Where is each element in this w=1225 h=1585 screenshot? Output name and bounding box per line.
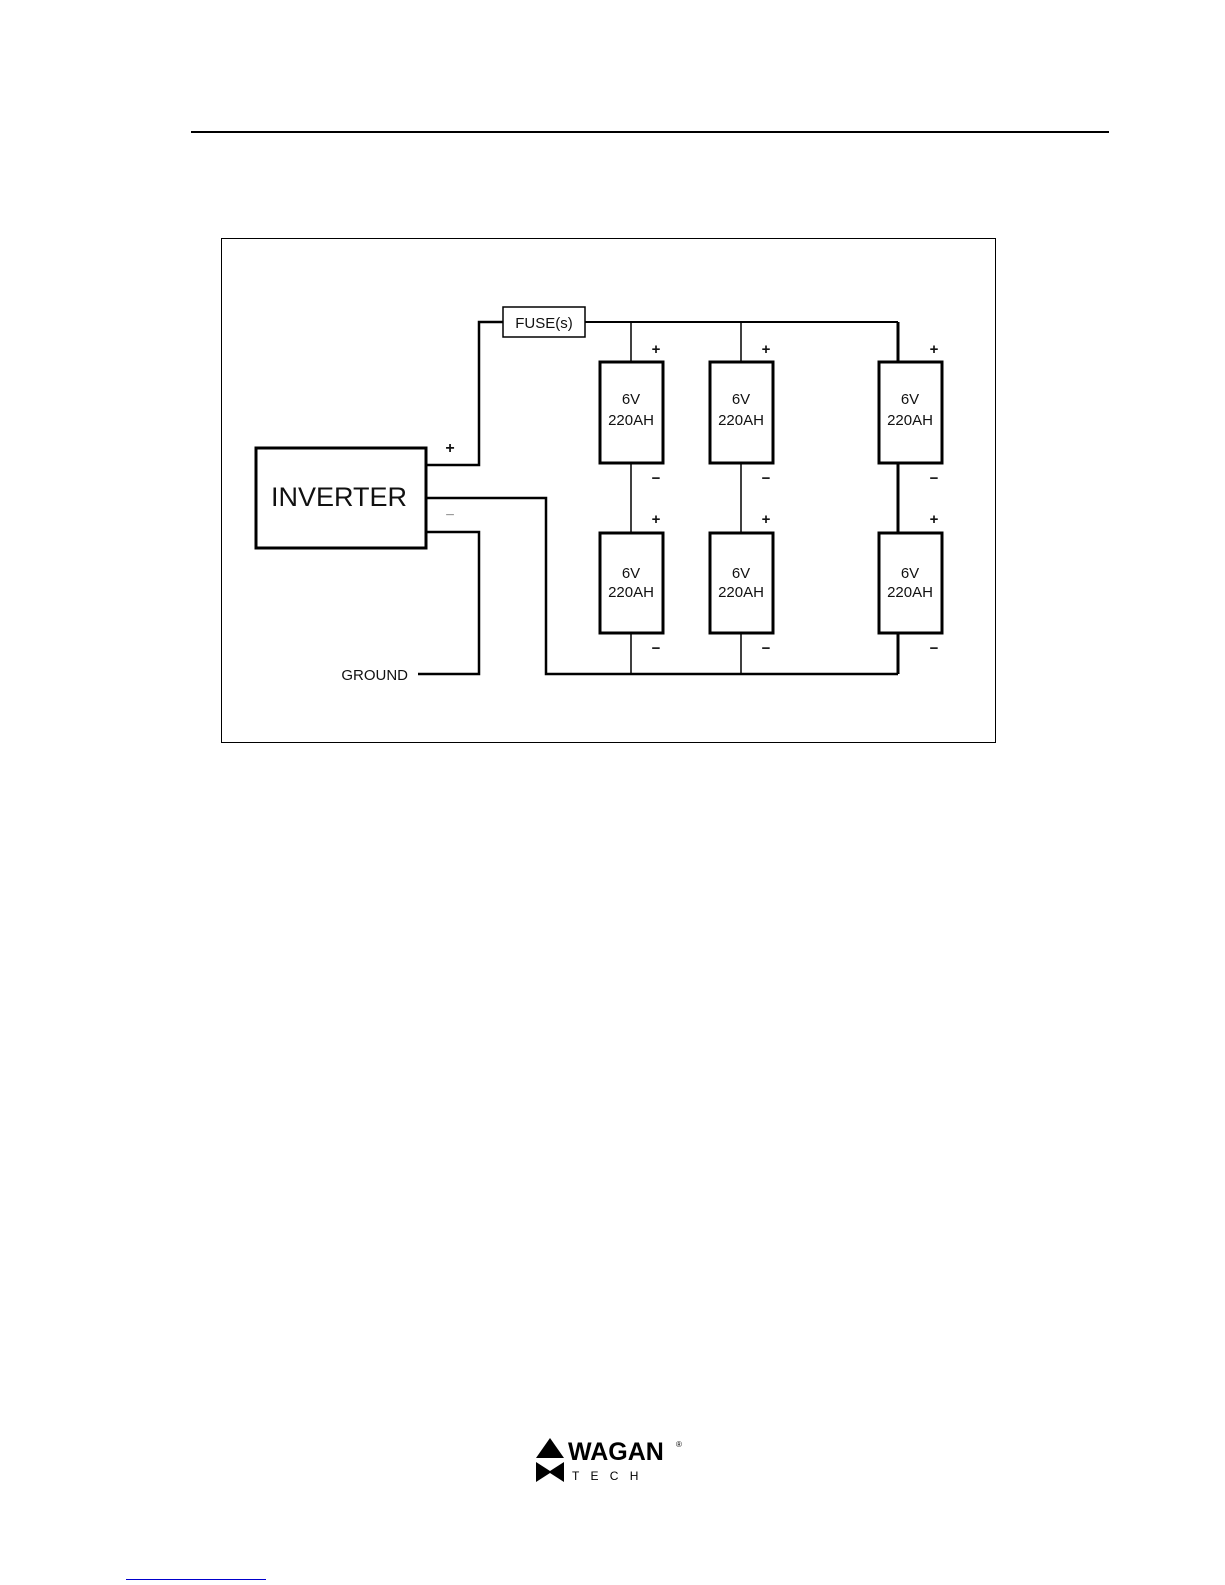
battery-b4: 6V 220AH [600, 533, 663, 633]
logo-arrow-icon [536, 1438, 564, 1458]
positive-wire [426, 322, 503, 465]
battery-body [600, 533, 663, 633]
inverter-plus: + [445, 440, 454, 457]
battery-b1: 6V 220AH [600, 362, 663, 463]
minus-mark: − [652, 640, 661, 657]
battery-capacity: 220AH [608, 412, 654, 429]
wagan-tech-logo: WAGAN ® T E C H [536, 1438, 686, 1482]
plus-mark: + [762, 511, 771, 528]
plus-mark: + [652, 511, 661, 528]
minus-mark: − [652, 470, 661, 487]
plus-mark: + [762, 341, 771, 358]
battery-capacity: 220AH [718, 584, 764, 601]
battery-b6: 6V 220AH [879, 533, 942, 633]
battery-b3: 6V 220AH [879, 362, 942, 463]
inverter-label: INVERTER [271, 482, 407, 512]
battery-capacity: 220AH [887, 412, 933, 429]
battery-voltage: 6V [622, 391, 640, 408]
battery-body [710, 533, 773, 633]
plus-mark: + [930, 341, 939, 358]
battery-body [879, 533, 942, 633]
battery-b5: 6V 220AH [710, 533, 773, 633]
minus-mark: − [930, 470, 939, 487]
footer-link-underline[interactable] [126, 1579, 266, 1580]
ground-label: GROUND [341, 667, 408, 684]
battery-voltage: 6V [732, 391, 750, 408]
fuse-label: FUSE(s) [515, 315, 573, 332]
ground-wire [418, 532, 479, 674]
logo-registered: ® [676, 1440, 682, 1449]
logo-sub: T E C H [572, 1469, 642, 1482]
minus-mark: − [930, 640, 939, 657]
minus-mark: − [762, 470, 771, 487]
battery-capacity: 220AH [718, 412, 764, 429]
battery-voltage: 6V [901, 565, 919, 582]
battery-capacity: 220AH [887, 584, 933, 601]
inverter-minus: − [445, 507, 454, 524]
minus-mark: − [762, 640, 771, 657]
battery-capacity: 220AH [608, 584, 654, 601]
plus-mark: + [930, 511, 939, 528]
logo-bowtie-icon [536, 1462, 564, 1482]
logo-brand: WAGAN [568, 1438, 664, 1466]
battery-voltage: 6V [732, 565, 750, 582]
battery-voltage: 6V [622, 565, 640, 582]
battery-b2: 6V 220AH [710, 362, 773, 463]
plus-mark: + [652, 341, 661, 358]
battery-voltage: 6V [901, 391, 919, 408]
wiring-diagram: INVERTER FUSE(s) GROUND + − 6V 220AH 6V … [0, 0, 1225, 800]
